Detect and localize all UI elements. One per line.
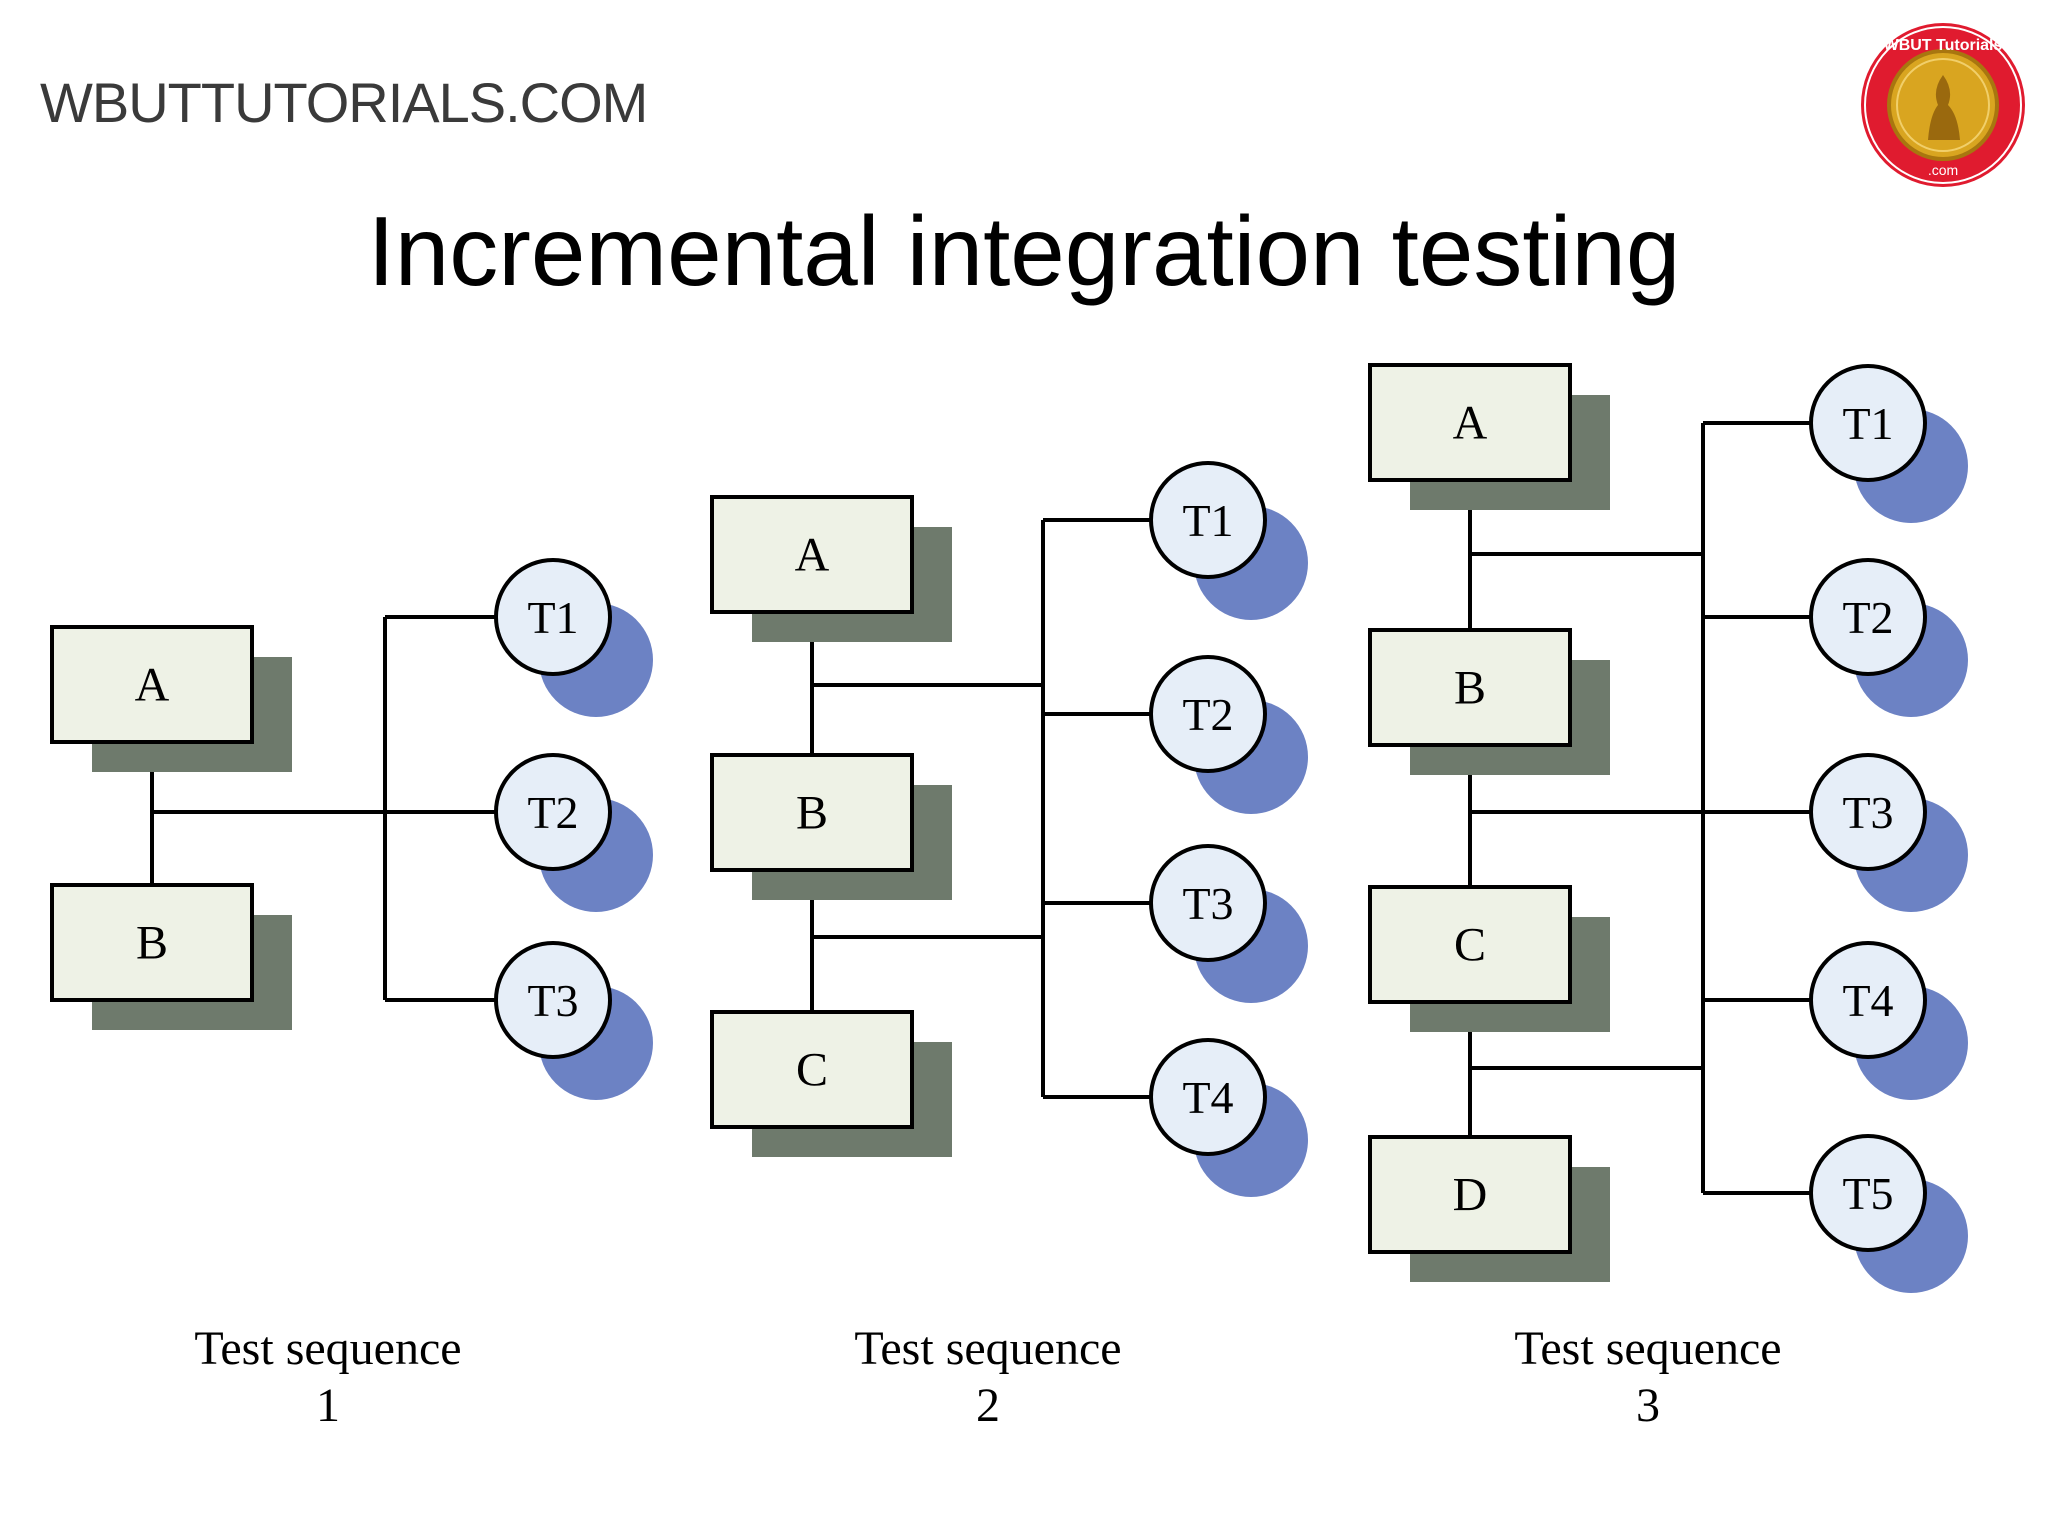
seq1-test-circle-t1 [494, 558, 612, 676]
seq2-test-circle-t4 [1149, 1038, 1267, 1156]
seq3-test-label-t4: T4 [1842, 975, 1893, 1026]
seq3-module-label-b: B [1454, 662, 1486, 715]
sequence-label-2-line1: Test sequence [854, 1322, 1122, 1375]
seq1-test-label-t2: T2 [527, 787, 578, 838]
seq3-test-circle-t2 [1809, 558, 1927, 676]
seq2-test-label-t4: T4 [1182, 1072, 1233, 1123]
page-title: Incremental integration testing [367, 196, 1681, 306]
seq3-module-label-d: D [1453, 1169, 1488, 1222]
seq2-module-label-c: C [796, 1044, 828, 1097]
seq3-test-circle-t5 [1809, 1134, 1927, 1252]
site-watermark: WBUTTUTORIALS.COM [40, 71, 648, 134]
sequence-label-1: Test sequence 1 [128, 1320, 528, 1434]
seq2-test-circle-t3 [1149, 844, 1267, 962]
seq3-test-label-t5: T5 [1842, 1168, 1893, 1219]
sequence-label-3-line2: 3 [1636, 1379, 1660, 1432]
seq3-module-label-a: A [1453, 397, 1488, 450]
seq2-module-box-c [710, 1010, 914, 1129]
seq2-module-label-a: A [795, 529, 830, 582]
seq3-module-label-c: C [1454, 919, 1486, 972]
seq2-module-label-b: B [796, 787, 828, 840]
seq2-test-circle-t1 [1149, 461, 1267, 579]
sequence-label-1-line1: Test sequence [194, 1322, 462, 1375]
wbut-logo-seal: WBUT Tutorials .com [1861, 23, 2025, 187]
seq1-module-box-b [50, 883, 254, 1002]
seq2-test-circle-t2 [1149, 655, 1267, 773]
seq3-module-box-d [1368, 1135, 1572, 1254]
seq1-test-label-t1: T1 [527, 592, 578, 643]
seq3-test-circle-t3 [1809, 753, 1927, 871]
seq1-test-circle-t3 [494, 941, 612, 1059]
sequence-label-3: Test sequence 3 [1448, 1320, 1848, 1434]
seq3-test-label-t2: T2 [1842, 592, 1893, 643]
seq3-module-box-b [1368, 628, 1572, 747]
seq2-test-label-t3: T3 [1182, 878, 1233, 929]
sequence-label-1-line2: 1 [316, 1379, 340, 1432]
seq2-module-box-a [710, 495, 914, 614]
seq1-test-label-t3: T3 [527, 975, 578, 1026]
seq3-test-circle-t1 [1809, 364, 1927, 482]
seq1-module-label-a: A [135, 659, 170, 712]
svg-text:.com: .com [1928, 162, 1958, 178]
seq3-test-circle-t4 [1809, 941, 1927, 1059]
seq1-module-box-a [50, 625, 254, 744]
sequence-label-2-line2: 2 [976, 1379, 1000, 1432]
seq3-module-box-a [1368, 363, 1572, 482]
seq1-module-label-b: B [136, 917, 168, 970]
sequence-label-2: Test sequence 2 [788, 1320, 1188, 1434]
seq2-module-box-b [710, 753, 914, 872]
svg-text:WBUT Tutorials: WBUT Tutorials [1884, 37, 2003, 54]
seq2-test-label-t1: T1 [1182, 495, 1233, 546]
seq3-test-label-t1: T1 [1842, 398, 1893, 449]
sequence-label-3-line1: Test sequence [1514, 1322, 1782, 1375]
seq2-test-label-t2: T2 [1182, 689, 1233, 740]
seq3-module-box-c [1368, 885, 1572, 1004]
seq3-test-label-t3: T3 [1842, 787, 1893, 838]
seq1-test-circle-t2 [494, 753, 612, 871]
